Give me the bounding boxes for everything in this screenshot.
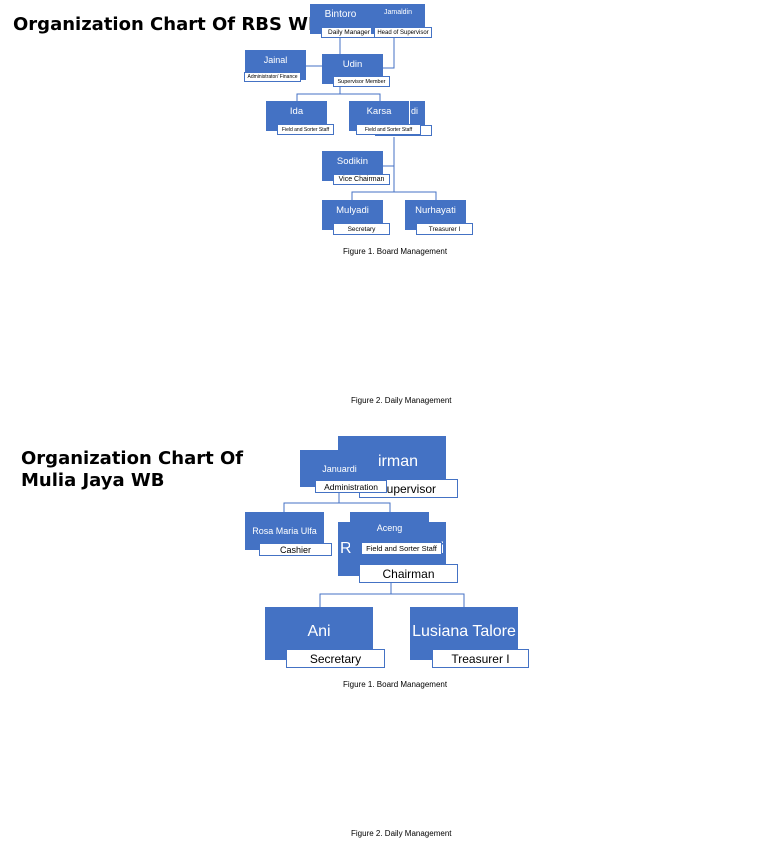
node-jainal-name: Jainal bbox=[263, 55, 288, 65]
node-ida-role: Field and Sorter Staff bbox=[277, 124, 334, 135]
node-januardi-name: Januardi bbox=[322, 463, 357, 474]
node-aceng-role: Field and Sorter Staff bbox=[361, 542, 442, 555]
node-chairman-back-name-right: i bbox=[440, 540, 444, 557]
node-sodikin-name: Sodikin bbox=[336, 156, 369, 167]
connector-sodikin-officers bbox=[351, 166, 437, 200]
node-januardi-role: Administration bbox=[315, 480, 387, 493]
node-mulyadi-name: Mulyadi bbox=[336, 205, 369, 216]
node-aceng-name: Aceng bbox=[376, 523, 403, 533]
node-ida-name: Ida bbox=[289, 106, 304, 117]
node-jainal-role: Administrator/ Finance bbox=[244, 72, 301, 82]
node-udin-name: Udin bbox=[342, 59, 363, 70]
connector-jamaldin-udin bbox=[383, 38, 395, 69]
connector-staff-bus bbox=[296, 93, 381, 101]
chart2-caption-board: Figure 1. Board Management bbox=[343, 680, 448, 689]
node-udin-role: Supervisor Member bbox=[333, 76, 390, 87]
node-ani-role: Secretary bbox=[286, 649, 385, 668]
node-nurhayati-role: Treasurer I bbox=[416, 223, 473, 235]
node-rosa-role: Cashier bbox=[259, 543, 332, 556]
node-lusiana-role: Treasurer I bbox=[432, 649, 529, 668]
node-karsa-name: Karsa bbox=[366, 106, 392, 117]
node-lusiana-name: Lusiana Talore bbox=[412, 622, 516, 640]
node-chairman-back-role: Chairman bbox=[359, 564, 458, 583]
connector-chairman-officers bbox=[319, 582, 465, 607]
chart2-caption-daily: Figure 2. Daily Management bbox=[351, 829, 452, 838]
node-jamaludin-name: Jamaldin bbox=[383, 9, 412, 16]
node-karsa-back-name: di bbox=[410, 106, 418, 116]
connector-januardi-branch bbox=[283, 492, 391, 512]
node-sodikin-role: Vice Chairman bbox=[333, 174, 390, 185]
node-chairman-back-name-left: R bbox=[340, 540, 352, 557]
node-supervisor-back-name: irman bbox=[377, 453, 418, 470]
chart1-caption-board: Figure 1. Board Management bbox=[343, 247, 448, 256]
chart1-title: Organization Chart Of RBS WB bbox=[13, 14, 322, 35]
node-ani-name: Ani bbox=[307, 622, 331, 640]
chart1-caption-daily: Figure 2. Daily Management bbox=[351, 396, 452, 405]
node-mulyadi-role: Secretary bbox=[333, 223, 390, 235]
node-nurhayati-name: Nurhayati bbox=[415, 205, 456, 216]
node-karsa-role: Field and Sorter Staff bbox=[356, 124, 421, 135]
chart2-title: Organization Chart Of Mulia Jaya WB bbox=[21, 448, 244, 491]
node-bintoro-name: Bintoro bbox=[324, 9, 357, 20]
node-rosa-name: Rosa Maria Ulfa bbox=[252, 526, 317, 536]
node-jamaludin-role: Head of Supervisor bbox=[374, 27, 432, 38]
